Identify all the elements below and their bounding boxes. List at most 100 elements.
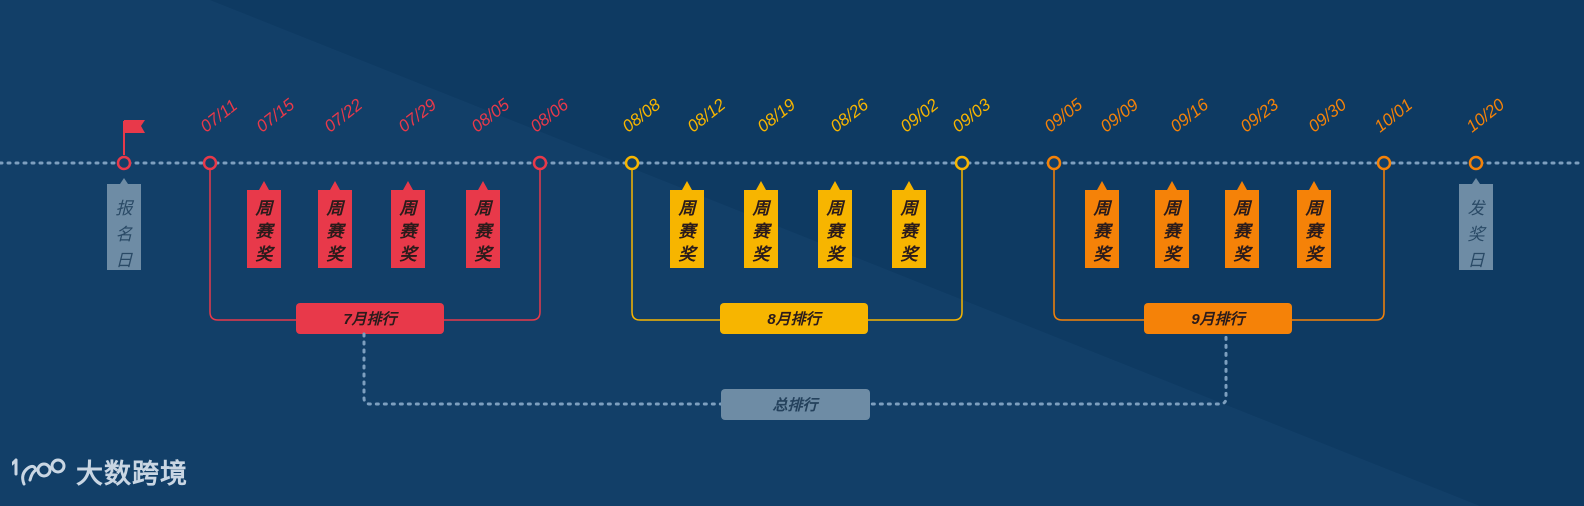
august-award-label: 周赛奖	[752, 199, 773, 264]
start-label-box	[107, 178, 141, 270]
september-award-label: 周赛奖	[1233, 199, 1254, 264]
start-label: 报名日	[116, 199, 135, 270]
july-award-label-char: 周	[326, 199, 346, 218]
september-date-label: 09/23	[1237, 95, 1283, 136]
july-award-label-char: 赛	[475, 222, 495, 241]
july-award-label-char: 奖	[256, 245, 276, 264]
september-start-node	[1046, 155, 1062, 171]
august-end-node	[954, 155, 970, 171]
end-label-char: 奖	[1468, 225, 1488, 244]
logo-icon	[12, 458, 66, 485]
september-award-label-char: 周	[1093, 199, 1113, 218]
september-award-label-char: 赛	[1306, 222, 1326, 241]
september-date-label: 09/16	[1167, 95, 1213, 136]
august-date-label: 08/12	[684, 95, 730, 136]
july-award-label-char: 赛	[256, 222, 276, 241]
september-award-label-char: 赛	[1234, 222, 1254, 241]
july-date-label: 07/15	[253, 95, 299, 136]
september-award-label: 周赛奖	[1163, 199, 1184, 264]
start-label-char: 报	[116, 199, 135, 218]
july-award-label-char: 周	[474, 199, 494, 218]
start-label-char: 名	[116, 225, 134, 244]
brand-logo: 大数跨境	[12, 452, 188, 491]
july-award-label-char: 周	[255, 199, 275, 218]
september-award-tag	[1085, 181, 1119, 268]
september-award-label: 周赛奖	[1093, 199, 1114, 264]
july-award-label: 周赛奖	[255, 199, 276, 264]
august-award-label-char: 奖	[679, 245, 699, 264]
end-node	[1468, 155, 1484, 171]
august-ranking-label: 8月排行	[767, 311, 823, 328]
logo-text: 大数跨境	[76, 459, 188, 490]
july-award-label-char: 赛	[327, 222, 347, 241]
september-award-label-char: 周	[1305, 199, 1325, 218]
august-award-label-char: 周	[900, 199, 920, 218]
august-award-label-char: 赛	[827, 222, 847, 241]
september-award-label-char: 奖	[1094, 245, 1114, 264]
september-award-label-char: 奖	[1306, 245, 1326, 264]
july-start-node	[202, 155, 218, 171]
september-date-label: 10/01	[1371, 95, 1416, 136]
july-award-label: 周赛奖	[474, 199, 495, 264]
august-award-label-char: 周	[752, 199, 772, 218]
start-label-char: 日	[116, 251, 134, 270]
july-award-label-char: 奖	[475, 245, 495, 264]
september-award-label-char: 周	[1233, 199, 1253, 218]
flag-icon	[124, 120, 145, 133]
august-award-label-char: 赛	[901, 222, 921, 241]
july-award-label-char: 奖	[327, 245, 347, 264]
july-date-label: 07/11	[197, 96, 241, 136]
end-label-box	[1459, 178, 1493, 270]
august-date-label: 08/26	[827, 95, 873, 136]
september-award-label-char: 赛	[1094, 222, 1114, 241]
july-ranking-pill	[296, 303, 444, 334]
september-date-label: 09/09	[1097, 95, 1143, 136]
august-start-node	[624, 155, 640, 171]
july-award-tag	[318, 181, 352, 268]
september-award-tag	[1297, 181, 1331, 268]
august-date-label: 08/08	[619, 95, 665, 136]
july-award-tag	[247, 181, 281, 268]
july-award-tag	[391, 181, 425, 268]
september-ranking-label: 9月排行	[1191, 311, 1247, 328]
end-label: 发奖日	[1468, 199, 1488, 270]
september-award-label: 周赛奖	[1305, 199, 1326, 264]
september-date-label: 09/30	[1305, 95, 1351, 136]
september-award-tag	[1225, 181, 1259, 268]
july-award-label-char: 奖	[400, 245, 420, 264]
august-award-label-char: 奖	[827, 245, 847, 264]
august-award-label: 周赛奖	[826, 199, 847, 264]
july-award-label-char: 赛	[400, 222, 420, 241]
july-award-label: 周赛奖	[399, 199, 420, 264]
july-award-tag	[466, 181, 500, 268]
august-award-label-char: 周	[678, 199, 698, 218]
end-label-char: 日	[1468, 251, 1486, 270]
august-award-tag	[892, 181, 926, 268]
september-award-label-char: 奖	[1164, 245, 1184, 264]
end-date-label: 10/20	[1463, 95, 1509, 136]
july-ranking-label: 7月排行	[343, 311, 399, 328]
start-node	[116, 155, 132, 171]
august-award-label: 周赛奖	[900, 199, 921, 264]
july-end-node	[532, 155, 548, 171]
august-ranking-pill	[720, 303, 868, 334]
august-award-label-char: 奖	[753, 245, 773, 264]
september-ranking-pill	[1144, 303, 1292, 334]
august-date-label: 08/19	[754, 95, 800, 136]
july-date-label: 07/29	[395, 95, 441, 136]
july-date-label: 08/06	[527, 95, 573, 136]
august-date-label: 09/03	[949, 95, 995, 136]
august-award-label-char: 周	[826, 199, 846, 218]
july-date-label: 07/22	[321, 95, 367, 136]
september-award-tag	[1155, 181, 1189, 268]
august-date-label: 09/02	[897, 95, 943, 136]
september-date-label: 09/05	[1041, 95, 1087, 136]
end-label-char: 发	[1468, 199, 1487, 218]
august-award-label-char: 奖	[901, 245, 921, 264]
july-award-label-char: 周	[399, 199, 419, 218]
september-award-label-char: 赛	[1164, 222, 1184, 241]
september-award-label-char: 奖	[1234, 245, 1254, 264]
july-award-label: 周赛奖	[326, 199, 347, 264]
